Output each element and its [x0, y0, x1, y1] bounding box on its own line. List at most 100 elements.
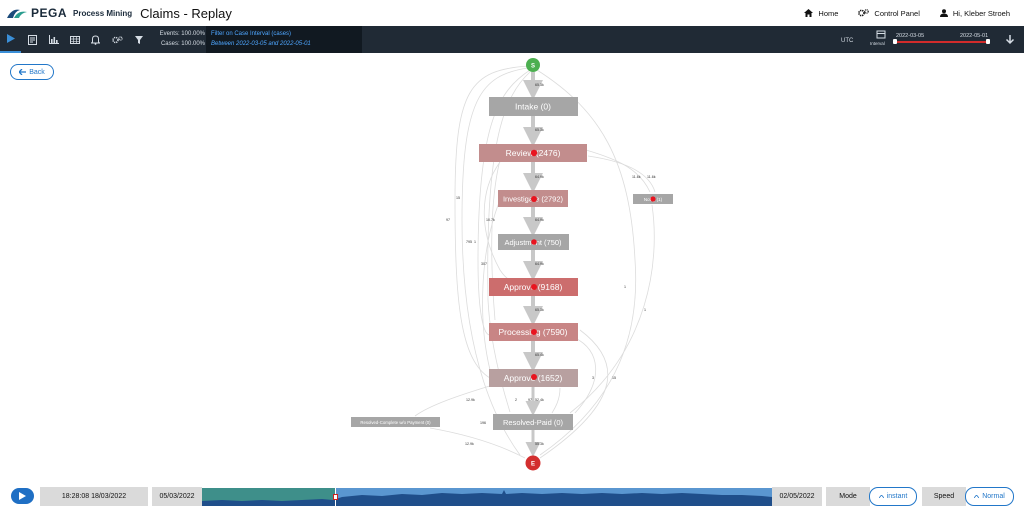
- edge-label: 196: [480, 421, 486, 425]
- play-button[interactable]: [11, 488, 34, 504]
- edge-labels: 65.3k 65.3k 11.6k 11.6k 64.9k 15 10.7k 6…: [446, 83, 656, 446]
- filter-icon: [134, 35, 143, 44]
- activity-node-intake[interactable]: [489, 97, 578, 116]
- replay-start-date: 05/03/2022: [152, 487, 202, 506]
- edge-label: 1: [624, 285, 626, 289]
- replay-end-date: 02/05/2022: [772, 487, 822, 506]
- alerts-tab[interactable]: [85, 26, 106, 53]
- speed-label: Speed: [922, 487, 966, 506]
- play-icon: [6, 34, 15, 43]
- edge-label: 10.7k: [486, 218, 495, 222]
- edge-label: 12.9k: [466, 398, 475, 402]
- edge-label: 3: [592, 376, 594, 380]
- user-greeting: Hi, Kleber Stroeh: [952, 8, 1010, 18]
- brand-name: PEGA: [31, 6, 68, 20]
- case-token: [650, 196, 656, 202]
- activity-histogram: [202, 490, 772, 506]
- home-icon: [804, 9, 814, 17]
- activity-label: Intake (0): [515, 102, 551, 112]
- edge-label: 307: [481, 262, 487, 266]
- edge-label: 11.6k: [647, 175, 656, 179]
- table-icon: [69, 35, 80, 44]
- mode-toggle[interactable]: instant: [869, 487, 917, 506]
- replay-controls: 18:28:08 18/03/2022 05/03/2022 02/05/202…: [0, 483, 1024, 513]
- timeline-cursor[interactable]: [332, 488, 338, 506]
- app-header: PEGA Process Mining Claims - Replay Home…: [0, 0, 1024, 26]
- control-panel-link[interactable]: Control Panel: [858, 9, 920, 18]
- settings-tab[interactable]: [107, 26, 128, 53]
- edge-label: 65.3k: [535, 128, 544, 132]
- case-token: [531, 329, 537, 335]
- mode-value: instant: [886, 493, 908, 500]
- events-stat: Events: 100.00%: [159, 31, 205, 37]
- settings-icon: [112, 35, 123, 43]
- process-map[interactable]: 65.3k 65.3k 11.6k 11.6k 64.9k 15 10.7k 6…: [0, 53, 1024, 478]
- toolbar: Events: 100.00% Cases: 100.00%: [0, 26, 1024, 53]
- replay-tokens: [530, 149, 656, 380]
- edge-label: 12.9k: [465, 442, 474, 446]
- download-icon[interactable]: [1005, 34, 1015, 46]
- edge-label: 52.4k: [535, 398, 544, 402]
- range-start-date: 2022-03-05: [896, 33, 925, 39]
- start-node-label: S: [531, 64, 535, 70]
- page-title: Claims - Replay: [140, 5, 232, 21]
- case-token: [531, 239, 537, 245]
- activity-node-resolved-complete[interactable]: [351, 417, 440, 427]
- home-label: Home: [818, 8, 839, 18]
- start-node[interactable]: [526, 58, 540, 72]
- interval-slider-end-handle[interactable]: [986, 39, 990, 44]
- speed-value: Normal: [982, 493, 1005, 500]
- edge-label: 65.3k: [535, 83, 544, 87]
- edge-label: 1: [644, 308, 646, 312]
- edge-label: 15: [456, 196, 460, 200]
- active-filter[interactable]: Filter on Case Interval (cases) Between …: [206, 26, 362, 53]
- table-tab[interactable]: [64, 26, 85, 53]
- timeline-cursor-handle[interactable]: [332, 494, 338, 500]
- edge-label: 55.3k: [535, 442, 544, 446]
- end-node-label: E: [531, 462, 535, 468]
- interval-slider-start-handle[interactable]: [893, 39, 897, 44]
- edge-label: 64.9k: [535, 218, 544, 222]
- calendar-icon[interactable]: [872, 30, 890, 48]
- case-token: [530, 149, 538, 157]
- edge-label: 1: [474, 240, 476, 244]
- range-end-date: 2022-05-01: [960, 33, 989, 39]
- edge-label: 97: [528, 398, 532, 402]
- user-icon: [939, 9, 948, 17]
- edge-label: 795: [466, 240, 472, 244]
- header-nav: Home Control Panel Hi, Kleber Stroeh: [804, 0, 1010, 26]
- activity-label: Resolved-Complete w/o Payment (0): [360, 420, 431, 425]
- edge-label: 65.4k: [535, 353, 544, 357]
- replay-timeline[interactable]: [202, 488, 772, 506]
- edge-label: 64.9k: [535, 262, 544, 266]
- activity-node-resolved-paid[interactable]: [493, 414, 573, 430]
- user-menu[interactable]: Hi, Kleber Stroeh: [939, 8, 1010, 18]
- back-label: Back: [29, 68, 45, 76]
- pega-logo-icon: [7, 9, 27, 18]
- edge-label: 64.9k: [535, 175, 544, 179]
- bell-icon: [91, 34, 100, 45]
- product-name: Process Mining: [73, 8, 133, 18]
- statistics-tab[interactable]: [43, 26, 64, 53]
- replay-tab[interactable]: [0, 26, 21, 53]
- back-button[interactable]: Back: [10, 64, 54, 80]
- interval-slider-track[interactable]: [895, 41, 988, 43]
- case-token: [531, 284, 537, 290]
- edge-label: 11.6k: [632, 175, 641, 179]
- chevron-up-icon: [878, 495, 884, 498]
- report-tab[interactable]: [22, 26, 43, 53]
- edge-label: 97: [446, 218, 450, 222]
- speed-toggle[interactable]: Normal: [965, 487, 1014, 506]
- timezone-label[interactable]: UTC: [841, 38, 854, 44]
- play-icon: [19, 492, 26, 500]
- mode-label: Mode: [826, 487, 870, 506]
- bar-chart-icon: [48, 35, 59, 44]
- filter-tab[interactable]: [128, 26, 149, 53]
- interval-label: Interval: [870, 41, 885, 46]
- edge-label: 15: [612, 376, 616, 380]
- home-link[interactable]: Home: [804, 9, 838, 18]
- document-icon: [28, 34, 37, 45]
- current-replay-time: 18:28:08 18/03/2022: [40, 487, 148, 506]
- case-token: [531, 196, 537, 202]
- end-node[interactable]: [525, 455, 541, 471]
